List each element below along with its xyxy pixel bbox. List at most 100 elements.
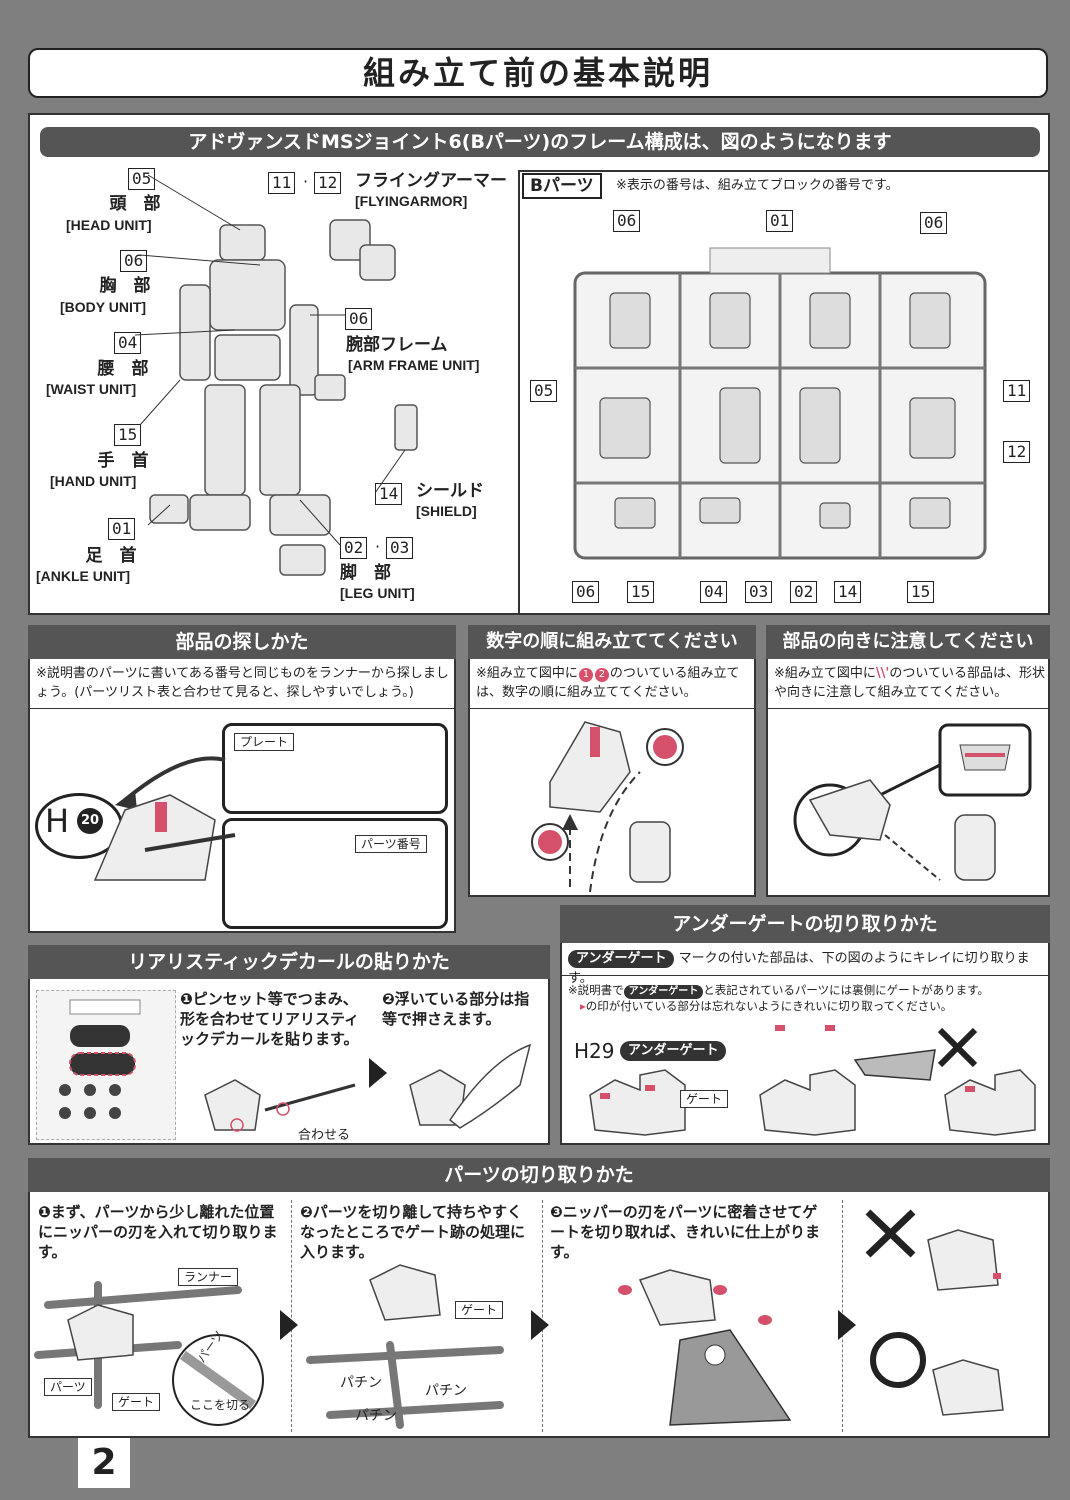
cutting-snap-1: パチン bbox=[340, 1375, 382, 1391]
under-gate-callout-pill: アンダーゲート bbox=[620, 1041, 727, 1061]
unit-number-hand: 15 bbox=[114, 424, 142, 446]
part-number-label: パーツ番号 bbox=[355, 835, 427, 853]
plate-label: プレート bbox=[234, 733, 295, 751]
unit-en-head: [HEAD UNIT] bbox=[66, 217, 152, 233]
runner-number-bottom-3: 04 bbox=[700, 581, 728, 603]
gate-marker-icon: ▸ bbox=[580, 999, 586, 1013]
robot-frame-illustration bbox=[134, 174, 418, 576]
under-gate-gate-label: ゲート bbox=[680, 1090, 729, 1108]
unit-number-arm: 06 bbox=[345, 308, 373, 330]
decal-apply-illustration bbox=[204, 1079, 356, 1132]
under-gate-divider bbox=[560, 975, 1050, 976]
runner-number-bottom-4: 03 bbox=[745, 581, 773, 603]
under-gate-desc: マークの付いた部品は、下の図のようにキレイに切り取ります。 bbox=[568, 951, 1030, 986]
unit-number-body: 06 bbox=[120, 250, 148, 272]
part-callout-number: 20 bbox=[77, 808, 103, 834]
unit-en-waist: [WAIST UNIT] bbox=[46, 381, 137, 397]
part-callout-letter: H bbox=[45, 802, 70, 840]
unit-label-body: 胸 部 bbox=[99, 276, 151, 296]
runner-number-top-3: 06 bbox=[920, 212, 948, 234]
unit-label-ankle: 足 首 bbox=[85, 546, 137, 566]
decal-header: リアリスティックデカールの貼りかた bbox=[28, 945, 550, 979]
under-gate-note-1-pre: ※説明書で bbox=[568, 983, 624, 997]
number-order-note-pre: ※組み立て図中に bbox=[476, 666, 578, 681]
unit-en-shield: [SHIELD] bbox=[416, 503, 477, 519]
unit-en-hand: [HAND UNIT] bbox=[50, 473, 137, 489]
unit-en-leg: [LEG UNIT] bbox=[340, 585, 415, 601]
dot-separator: · bbox=[303, 172, 309, 191]
b-parts-note: ※表示の番号は、組み立てブロックの番号です。 bbox=[616, 178, 899, 193]
unit-label-shield: シールド bbox=[416, 481, 484, 501]
find-parts-illustration bbox=[93, 756, 236, 881]
cutting-header: パーツの切り取りかた bbox=[28, 1158, 1050, 1192]
cutting-result-illustration bbox=[865, 1209, 1004, 1416]
unit-number-leg-b: 03 bbox=[386, 537, 414, 559]
b-parts-runner bbox=[573, 247, 987, 560]
number-order-header: 数字の順に組み立ててください bbox=[468, 625, 756, 659]
under-gate-note-pill: アンダーゲート bbox=[623, 985, 704, 999]
unit-label-waist: 腰 部 bbox=[97, 359, 149, 379]
b-parts-label: Bパーツ bbox=[522, 173, 602, 199]
number-order-illustration bbox=[531, 721, 684, 893]
runner-number-side-1: 05 bbox=[530, 380, 558, 402]
unit-label-head: 頭 部 bbox=[109, 194, 161, 214]
title-banner bbox=[28, 48, 1048, 98]
unit-en-arm: [ARM FRAME UNIT] bbox=[348, 357, 480, 373]
number-order-note-post: のついている組み立ては、数字の順に組み立ててください。 bbox=[476, 666, 740, 700]
frame-section-header: アドヴァンスドMSジョイント6(Bパーツ)のフレーム構成は、図のようになります bbox=[40, 127, 1040, 157]
direction-header: 部品の向きに注意してください bbox=[766, 625, 1050, 659]
runner-number-bottom-2: 15 bbox=[627, 581, 655, 603]
unit-label-hand: 手 首 bbox=[97, 451, 149, 471]
unit-number-waist: 04 bbox=[114, 332, 142, 354]
under-gate-callout: H29 bbox=[574, 1039, 615, 1063]
page-title: 組み立て前の基本説明 bbox=[362, 54, 713, 92]
unit-en-body: [BODY UNIT] bbox=[60, 299, 147, 315]
runner-number-bottom-6: 14 bbox=[834, 581, 862, 603]
decal-step-2: ❷浮いている部分は指等で押さえます。 bbox=[382, 990, 530, 1028]
under-gate-cut-illustration bbox=[759, 1025, 936, 1136]
runner-number-top-2: 01 bbox=[766, 210, 794, 232]
cutting-arrow-1 bbox=[280, 1310, 298, 1340]
under-gate-note-1: ※説明書でアンダーゲートと表記されているパーツには裏側にゲートがあります。 bbox=[568, 982, 1046, 999]
cutting-step-2-illustration bbox=[306, 1264, 504, 1429]
direction-note-post: のついている部品は、形状や向きに注意して組み立ててください。 bbox=[774, 666, 1046, 700]
decal-press-illustration bbox=[409, 1043, 532, 1129]
cutting-arrow-3 bbox=[838, 1310, 856, 1340]
find-parts-note: ※説明書のパーツに書いてある番号と同じものをランナーから探しましょう。(パーツリ… bbox=[36, 666, 449, 700]
under-gate-note-1-post: と表記されているパーツには裏側にゲートがあります。 bbox=[703, 983, 990, 997]
dot-separator: · bbox=[375, 537, 381, 556]
unit-number-flying-a: 11 bbox=[268, 172, 296, 194]
under-gate-desc-row: アンダーゲート マークの付いた部品は、下の図のようにキレイに切り取ります。 bbox=[568, 949, 1048, 989]
under-gate-header: アンダーゲートの切り取りかた bbox=[560, 905, 1050, 943]
unit-number-flying-b: 12 bbox=[314, 172, 342, 194]
cutting-runner-label: ランナー bbox=[178, 1268, 239, 1286]
unit-label-leg: 脚 部 bbox=[340, 563, 391, 583]
order-mark-1-icon: 1 bbox=[578, 668, 593, 682]
unit-label-arm: 腕部フレーム bbox=[346, 335, 448, 355]
cutting-step-3-illustration bbox=[618, 1269, 792, 1426]
caution-mark-icon: \\' bbox=[875, 666, 890, 681]
cutting-parts-label: パーツ bbox=[44, 1378, 92, 1396]
cutting-snap-2: パチン bbox=[425, 1383, 467, 1399]
unit-number-ankle: 01 bbox=[108, 518, 136, 540]
under-gate-pill: アンダーゲート bbox=[568, 950, 675, 968]
decal-step-arrow bbox=[369, 1058, 387, 1088]
decal-step-1: ❶ピンセット等でつまみ、形を合わせてリアリスティックデカールを貼ります。 bbox=[180, 990, 360, 1048]
cutting-step-1-illustration bbox=[34, 1281, 264, 1426]
cutting-gate-label-2: ゲート bbox=[455, 1301, 504, 1319]
unit-number-head: 05 bbox=[128, 168, 156, 190]
cutting-gate-label-1: ゲート bbox=[112, 1393, 161, 1411]
find-parts-header: 部品の探しかた bbox=[28, 625, 456, 659]
number-order-divider bbox=[468, 708, 756, 709]
cutting-step-3: ❸ニッパーの刃をパーツに密着させてゲートを切り取れば、きれいに仕上がります。 bbox=[550, 1203, 821, 1261]
direction-note: ※組み立て図中に\\'のついている部品は、形状や向きに注意して組み立ててください… bbox=[774, 664, 1046, 702]
decal-align-label: 合わせる bbox=[298, 1128, 351, 1143]
runner-number-bottom-5: 02 bbox=[790, 581, 818, 603]
under-gate-note-2: ▸の印が付いている部分は忘れないようにきれいに切り取ってください。 bbox=[580, 998, 1046, 1014]
decal-sheet-illustration bbox=[59, 999, 141, 1119]
unit-en-flying: [FLYINGARMOR] bbox=[355, 193, 468, 209]
unit-en-ankle: [ANKLE UNIT] bbox=[36, 568, 131, 584]
runner-number-side-2: 11 bbox=[1003, 380, 1031, 402]
cutting-step-1: ❶まず、パーツから少し離れた位置にニッパーの刃を入れて切り取ります。 bbox=[38, 1203, 278, 1261]
